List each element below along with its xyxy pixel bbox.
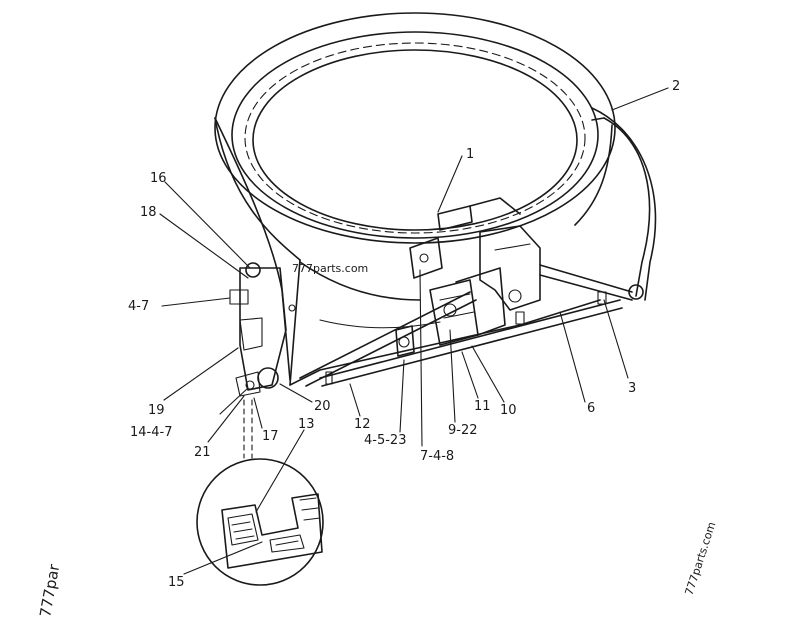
- callout-10: 10: [500, 403, 517, 418]
- callout-labels: 1 2 3 6 10 11 12 13 15 16 17 18 19 20 21…: [128, 79, 680, 590]
- upper-linkage: [409, 197, 541, 311]
- right-support-arm: [591, 107, 657, 301]
- callout-12: 12: [354, 417, 371, 432]
- callout-4-5-23: 4-5-23: [364, 433, 406, 448]
- leader-lines: [159, 87, 669, 575]
- tie-rod: [299, 264, 644, 387]
- watermark-left: 777par: [36, 562, 63, 619]
- callout-2: 2: [672, 79, 680, 94]
- detail-guide-lines: [243, 399, 253, 459]
- callout-15: 15: [168, 575, 185, 590]
- ring-gear: [214, 12, 616, 244]
- callout-19: 19: [148, 403, 165, 418]
- callout-16: 16: [150, 171, 167, 186]
- callout-13: 13: [298, 417, 315, 432]
- callout-6: 6: [587, 401, 595, 416]
- callout-14-4-7: 14-4-7: [130, 425, 172, 440]
- callout-7-4-8: 7-4-8: [420, 449, 454, 464]
- callout-4-7: 4-7: [128, 299, 149, 314]
- left-bracket-arm: [214, 117, 296, 397]
- callout-20: 20: [314, 399, 331, 414]
- watermark-right: 777parts.com: [682, 520, 718, 597]
- callout-9-22: 9-22: [448, 423, 478, 438]
- callout-3: 3: [628, 381, 636, 396]
- callout-21: 21: [194, 445, 211, 460]
- callout-17: 17: [262, 429, 279, 444]
- callout-11: 11: [474, 399, 491, 414]
- valve-block-assembly: [395, 267, 506, 357]
- callout-18: 18: [140, 205, 157, 220]
- watermark-center: 777parts.com: [292, 262, 368, 275]
- callout-1: 1: [466, 147, 474, 162]
- seal-detail-inset: [196, 458, 324, 586]
